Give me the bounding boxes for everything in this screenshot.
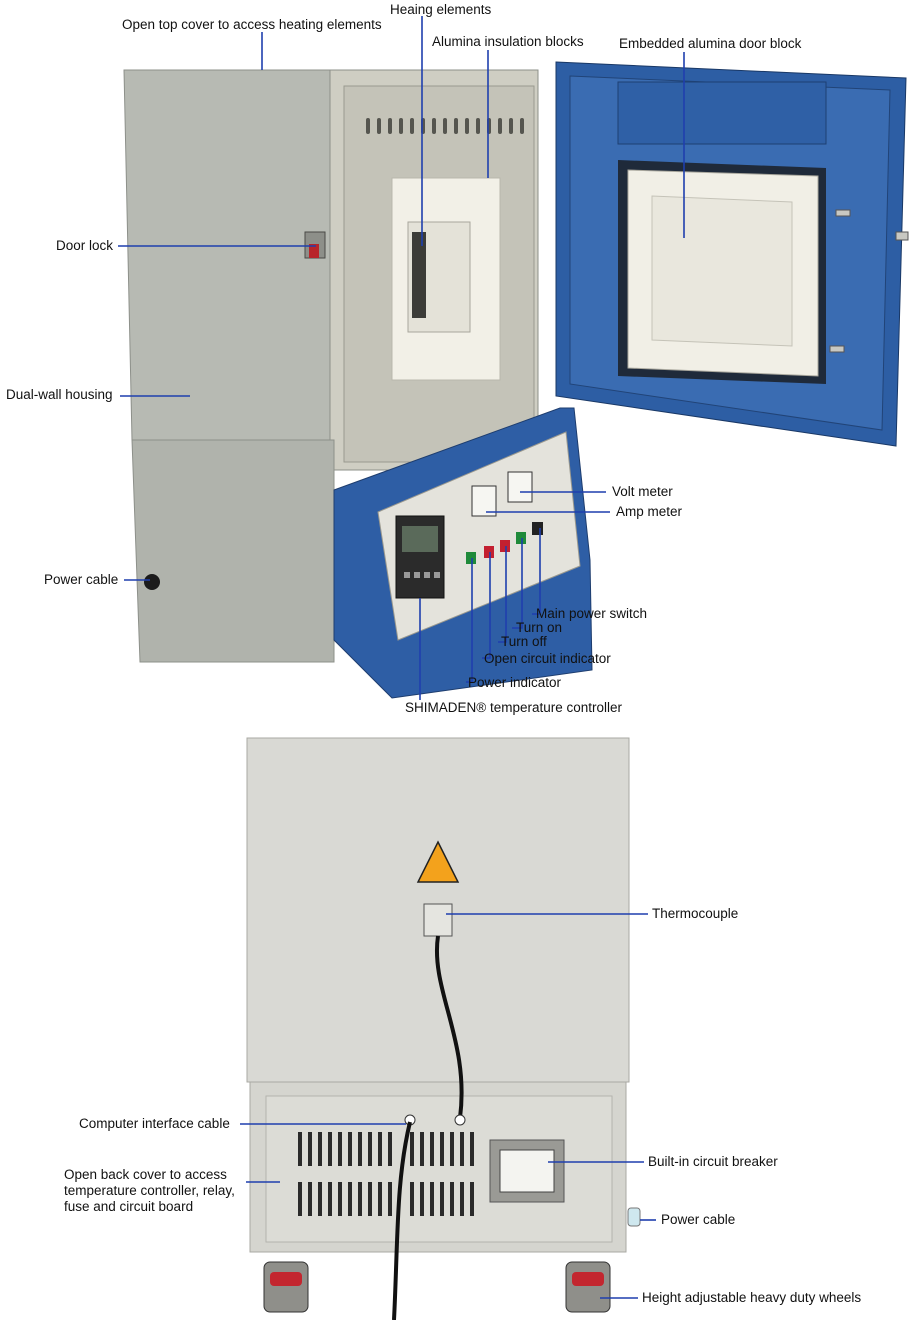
label-open-circuit: Open circuit indicator [484,651,611,666]
label-computer-cable: Computer interface cable [79,1116,230,1131]
callout-main-power-switch [532,528,541,615]
label-back-cover-line: Open back cover to access [64,1167,227,1182]
label-thermocouple: Thermocouple [652,906,739,921]
turn-off-button [500,540,510,552]
door-top-panel [617,81,827,145]
power-cable-port-front [144,574,160,590]
label-back-cover-line: temperature controller, relay, [64,1183,235,1198]
label-alumina-blocks: Alumina insulation blocks [432,34,584,49]
label-amp-meter: Amp meter [616,504,683,519]
warning-triangle-icon [416,840,460,883]
computer-interface-wire [392,1121,412,1321]
label-top-cover: Open top cover to access heating element… [122,17,382,32]
label-volt-meter: Volt meter [612,484,673,499]
thermocouple-connector [423,903,453,937]
rear-view [246,737,641,1321]
turn-on-button [516,532,526,544]
label-door-block: Embedded alumina door block [619,36,802,51]
circuit-breaker [499,1149,555,1193]
door-lock-icon [304,231,326,259]
label-door-lock: Door lock [56,238,114,253]
upper-housing-side [123,69,331,441]
label-controller: SHIMADEN® temperature controller [405,700,623,715]
power-cable-port-rear [627,1207,641,1227]
door-block-inset [651,195,793,347]
rear-vent-grille [298,1132,474,1216]
lower-housing-side [131,439,335,663]
label-power-cable-front: Power cable [44,572,119,587]
right-wheel [565,1261,611,1313]
label-power-cable-rear: Power cable [661,1212,736,1227]
heating-element-window [412,232,426,318]
label-wheels: Height adjustable heavy duty wheels [642,1290,862,1305]
main-power-switch-icon [532,522,543,535]
label-turn-on: Turn on [516,620,563,635]
amp-meter-dial [471,485,497,517]
callout-turn-on [512,538,523,629]
label-power-indicator: Power indicator [468,675,562,690]
label-heating-elements: Heaing elements [390,2,492,17]
power-indicator-light [466,552,476,564]
thermocouple-port [454,1114,466,1126]
callout-power-indicator [466,558,473,683]
label-main-power-switch: Main power switch [536,606,648,621]
thermocouple-wire [435,935,464,1119]
callout-lines [118,16,685,1299]
open-circuit-indicator-light [484,546,494,558]
top-vent-slots [366,118,524,134]
label-circuit-breaker: Built-in circuit breaker [648,1154,778,1169]
label-turn-off: Turn off [501,634,547,649]
label-dual-wall: Dual-wall housing [6,387,113,402]
callout-open-circuit [482,552,491,659]
volt-meter-dial [507,471,533,503]
label-back-cover: Open back cover to access temperature co… [64,1167,244,1215]
callout-turn-off [498,546,507,643]
front-view [123,61,909,699]
left-wheel [263,1261,309,1313]
label-back-cover-line: fuse and circuit board [64,1199,194,1214]
door-hinge-pins [829,209,909,353]
